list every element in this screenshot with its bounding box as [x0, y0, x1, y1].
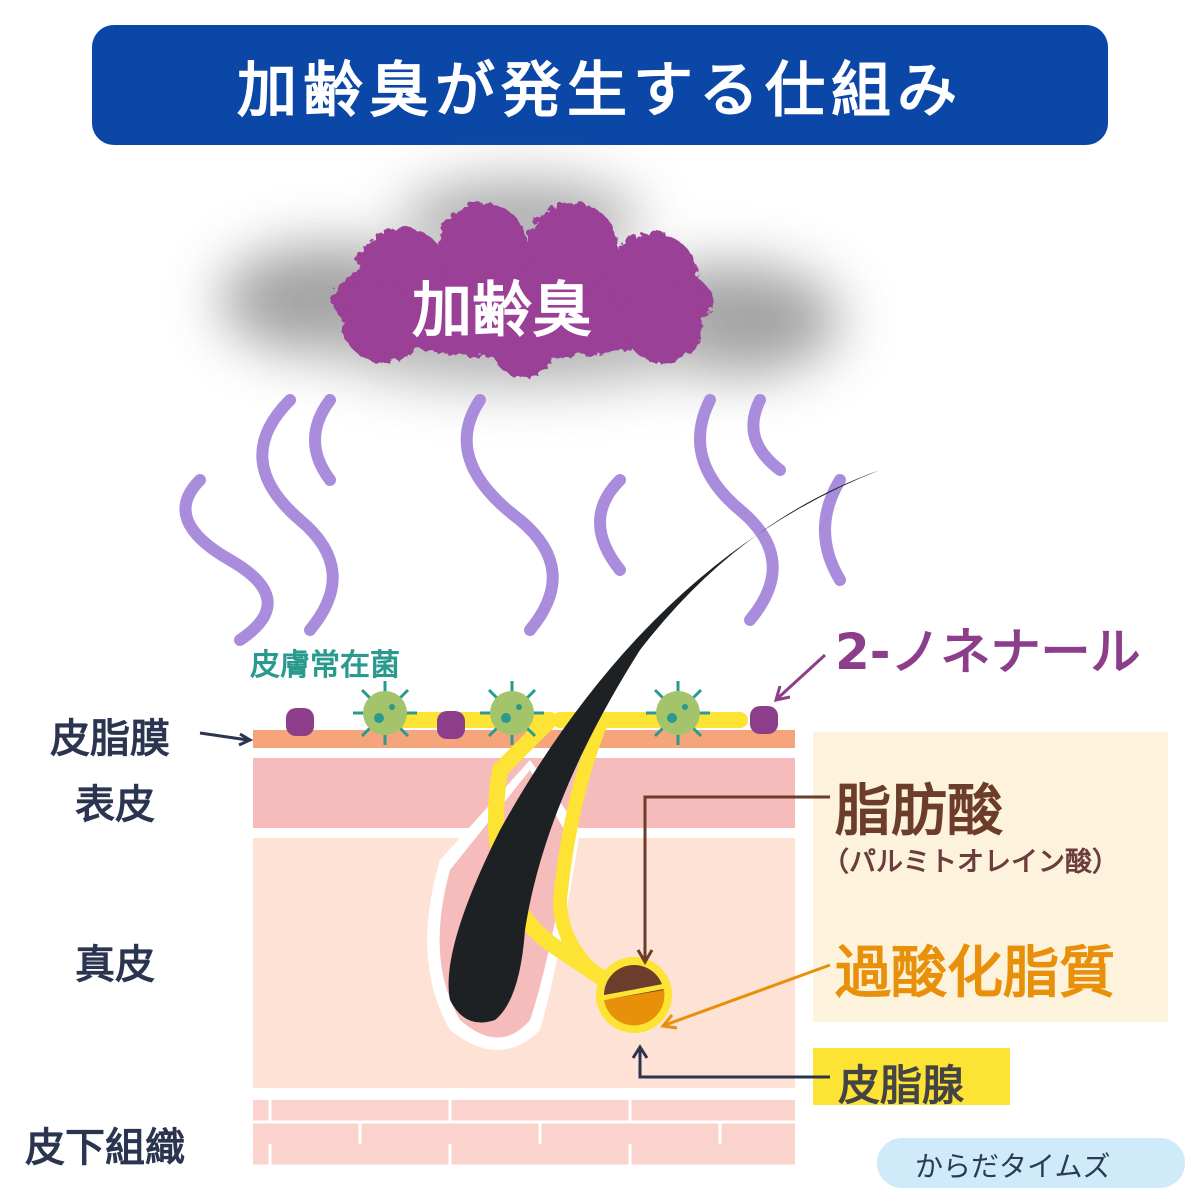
arrow-lipid-peroxide: [664, 963, 831, 1027]
brand-label: からだタイムズ: [915, 1150, 1111, 1183]
bacterium-icon: [353, 681, 417, 745]
bacterium-icon: [480, 681, 544, 745]
arrow-gland: [638, 1050, 830, 1079]
gland-label-box: [813, 1048, 1010, 1105]
arrow-fatty-acid: [643, 795, 830, 960]
title: 加齢臭が発生する仕組み: [237, 55, 963, 126]
arrow-sebum-film: [199, 731, 249, 742]
brand-pill: [877, 1138, 1185, 1188]
subcutaneous-tissue: [253, 1100, 795, 1166]
bacteria-label: 皮膚常在菌: [250, 648, 400, 683]
nonenal-particles: [286, 706, 778, 739]
fatty-acid-label: 脂肪酸: [835, 779, 1003, 844]
dermis-label: 真皮: [75, 942, 155, 988]
odor-cloud: [330, 200, 710, 375]
hair: [448, 470, 880, 1023]
arrow-nonenal: [776, 653, 827, 700]
epidermis-label: 表皮: [75, 782, 155, 828]
cloud-label: 加齢臭: [412, 276, 592, 346]
lipid-peroxide-label: 過酸化脂質: [835, 941, 1115, 1006]
bacteria-group: [353, 681, 710, 745]
odor-waves: [179, 394, 846, 646]
nonenal-label: 2-ノネナール: [835, 623, 1141, 681]
subcutaneous-label: 皮下組織: [25, 1125, 185, 1171]
sebum-film-label: 皮脂膜: [50, 716, 170, 762]
title-banner: 加齢臭が発生する仕組み: [92, 25, 1108, 145]
sebaceous-gland-label: 皮脂腺: [838, 1061, 965, 1110]
fatty-acid-detail: （パルミトオレイン酸）: [822, 847, 1119, 878]
info-box: [813, 732, 1168, 1022]
bacterium-icon: [646, 681, 710, 745]
